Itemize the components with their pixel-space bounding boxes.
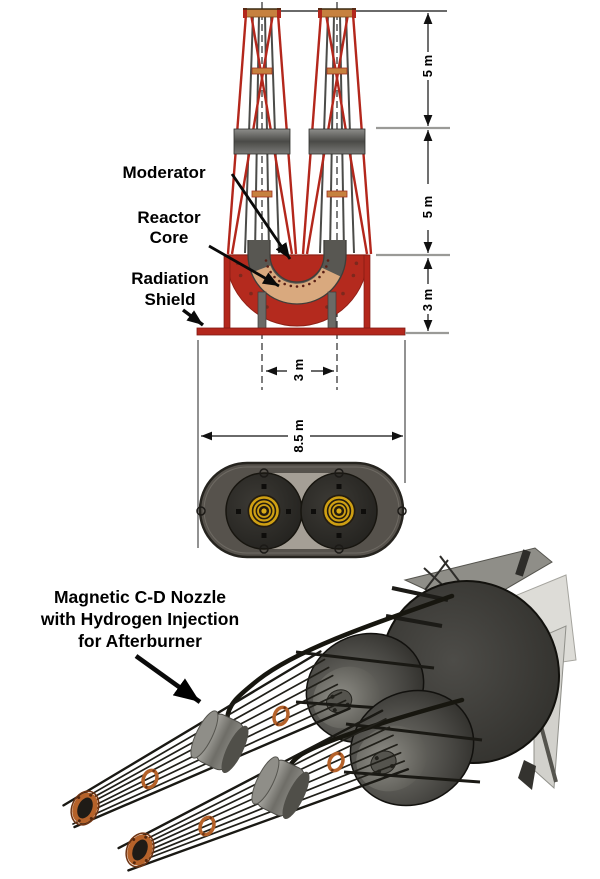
dim-overall-width: 8.5 m — [291, 419, 306, 452]
tower-right-band — [308, 128, 366, 155]
radiation-shield-label-2: Shield — [144, 290, 195, 309]
nozzle-caption-1: Magnetic C-D Nozzle — [54, 587, 226, 607]
coil-target-left — [247, 494, 281, 528]
rod-cage-upper — [62, 650, 351, 829]
nozzle-caption-3: for Afterburner — [78, 631, 202, 651]
tower-right-cap — [319, 8, 355, 18]
copper-coil — [198, 815, 216, 837]
copper-coil — [327, 751, 345, 773]
nozzle-render: Magnetic C-D Nozzle with Hydrogen Inject… — [40, 547, 577, 872]
backplate-foot — [518, 760, 536, 790]
tower-left-cap — [244, 8, 280, 18]
nozzle-arrow — [134, 654, 202, 704]
reactor-core-label-1: Reactor — [137, 208, 201, 227]
overall-width-dimension: 8.5 m — [201, 413, 403, 459]
nozzle-collar-lower — [251, 756, 310, 820]
core-spacing-dimension: 3 m — [266, 359, 334, 381]
base-plate — [196, 327, 406, 336]
port-clamp-tabs — [236, 484, 366, 538]
copper-coil — [141, 768, 159, 790]
coil-target-right — [322, 494, 356, 528]
port-rim-rings — [196, 468, 407, 554]
radiation-shield-label-1: Radiation — [131, 269, 208, 288]
exit-coil-lower — [125, 832, 155, 868]
dim-lower-truss: 5 m — [420, 196, 435, 218]
truss-tower-right — [301, 8, 373, 255]
vertical-dimension-chain: 5 m 5 m 3 m — [420, 13, 435, 331]
plan-view — [196, 461, 407, 559]
moderator-arrow — [230, 173, 292, 260]
truss-tower-left — [226, 8, 298, 255]
moderator-label: Moderator — [122, 163, 206, 182]
dim-upper-truss: 5 m — [420, 55, 435, 77]
shield-post-left — [223, 254, 231, 332]
copper-coil — [272, 705, 290, 727]
shield-post-right — [363, 254, 371, 332]
dim-shield: 3 m — [420, 289, 435, 311]
reactor-core-arrow — [208, 244, 280, 288]
dim-core-spacing: 3 m — [291, 359, 306, 381]
nozzle-caption-2: with Hydrogen Injection — [40, 609, 239, 629]
nozzle-collar-upper — [190, 710, 249, 774]
reactor-core-label-2: Core — [150, 228, 189, 247]
radiation-shield-arrow — [181, 308, 205, 327]
front-elevation-view: 5 m 5 m 3 m 3 m 8.5 m Moderator Reactor … — [122, 2, 450, 548]
exit-coil-upper — [70, 790, 100, 826]
tower-left-band — [233, 128, 291, 155]
